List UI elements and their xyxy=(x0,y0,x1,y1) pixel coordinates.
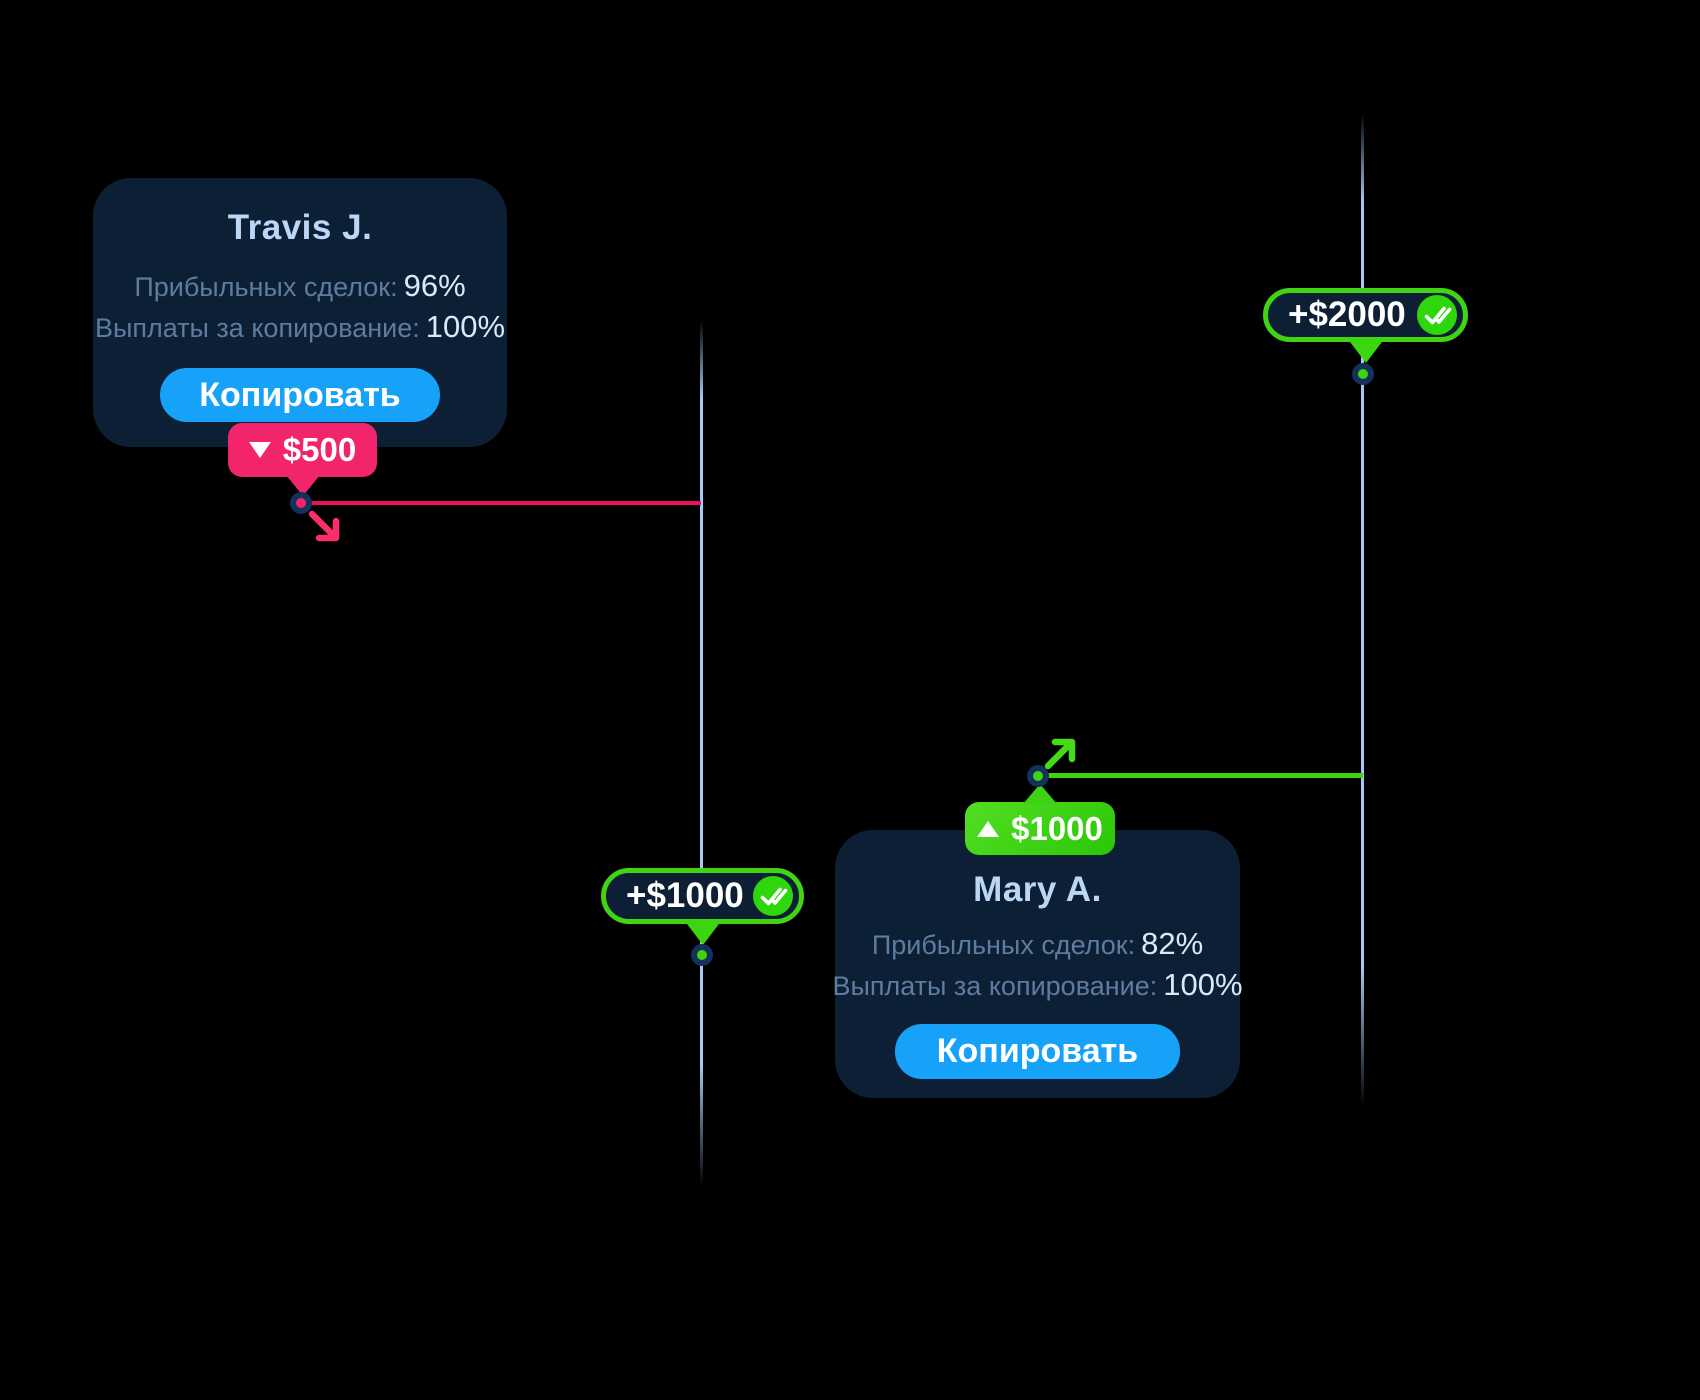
loss-node-dot xyxy=(290,492,312,514)
stat-value: 100% xyxy=(425,309,506,344)
trader-card-travis: Travis J. Прибыльных сделок:96% Выплаты … xyxy=(93,178,507,447)
gain-badge-pointer xyxy=(1023,784,1057,804)
down-right-arrow-icon xyxy=(308,510,340,542)
profit-node-dot-right xyxy=(1352,363,1374,385)
double-check-icon xyxy=(1417,295,1457,335)
profit-node-dot-middle xyxy=(691,944,713,966)
stat-row: Прибыльных сделок:96% xyxy=(134,268,465,309)
trader-card-mary: Mary A. Прибыльных сделок:82% Выплаты за… xyxy=(832,830,1243,1098)
trader-name: Travis J. xyxy=(227,208,373,247)
loss-connector-line xyxy=(301,501,701,505)
stat-label: Прибыльных сделок: xyxy=(134,272,398,302)
stat-row: Выплаты за копирование:100% xyxy=(95,309,505,350)
profit-pill-text: +$1000 xyxy=(626,876,744,915)
gain-badge-amount: $1000 xyxy=(1011,809,1103,847)
stat-value: 100% xyxy=(1163,967,1243,1002)
profit-pill-2000: +$2000 xyxy=(1263,288,1468,363)
loss-badge: $500 xyxy=(228,423,377,496)
stat-row: Выплаты за копирование:100% xyxy=(832,967,1242,1008)
stat-value: 96% xyxy=(403,268,466,303)
triangle-up-icon xyxy=(977,820,1000,837)
trader-name: Mary A. xyxy=(973,870,1102,909)
gain-node-dot xyxy=(1027,765,1049,787)
loss-badge-amount: $500 xyxy=(282,431,357,468)
timeline-line-middle xyxy=(700,320,703,1187)
stat-value: 82% xyxy=(1141,926,1204,961)
stat-label: Прибыльных сделок: xyxy=(871,930,1136,960)
gain-connector-line xyxy=(1038,773,1363,778)
profit-pill-text: +$2000 xyxy=(1288,295,1406,334)
gain-badge: $1000 xyxy=(965,784,1115,855)
profit-pill-1000: +$1000 xyxy=(601,868,804,945)
double-check-icon xyxy=(753,876,793,916)
timeline-line-right xyxy=(1361,113,1364,1107)
profit-pill-pointer xyxy=(683,920,722,945)
up-right-arrow-icon xyxy=(1044,738,1076,770)
stat-label: Выплаты за копирование: xyxy=(832,971,1158,1001)
copy-button-travis[interactable]: Копировать xyxy=(160,368,440,422)
stat-label: Выплаты за копирование: xyxy=(94,313,420,343)
triangle-down-icon xyxy=(248,442,271,458)
copy-button-mary[interactable]: Копировать xyxy=(895,1024,1180,1079)
stat-row: Прибыльных сделок:82% xyxy=(872,926,1203,967)
loss-badge-pointer xyxy=(285,475,320,496)
profit-pill-pointer xyxy=(1346,338,1385,363)
